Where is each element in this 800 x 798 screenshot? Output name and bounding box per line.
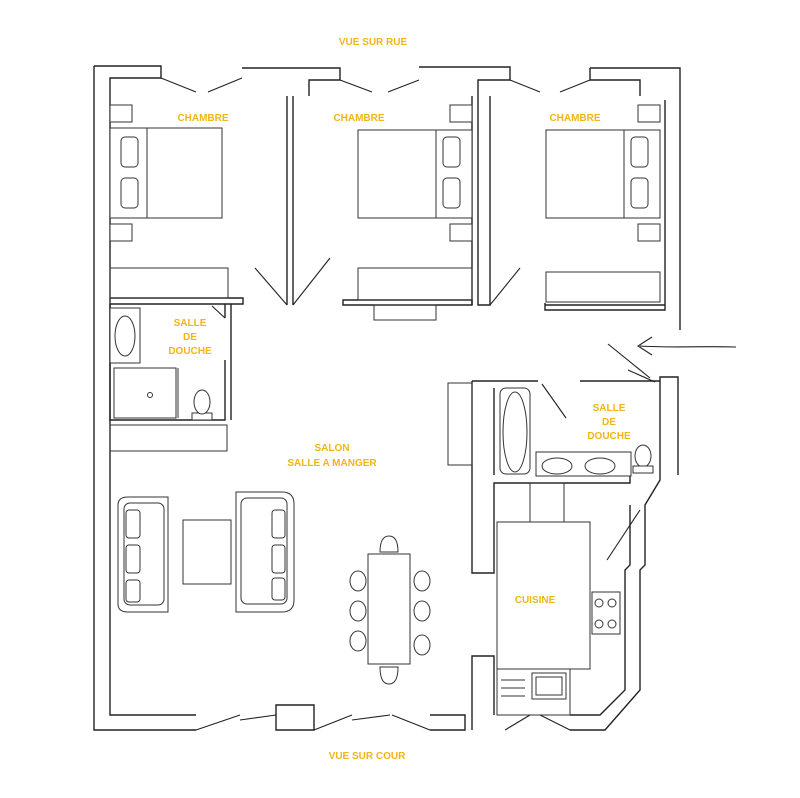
room-label-bedroom-3: CHAMBRE	[549, 113, 600, 124]
toilet-icon	[634, 444, 652, 468]
pillow-icon	[630, 136, 649, 168]
sink-icon	[114, 315, 136, 357]
dining-table	[367, 553, 411, 665]
sink-icon	[584, 457, 616, 475]
pillow-icon	[630, 177, 649, 209]
room-label-living-2: SALLE A MANGER	[287, 458, 377, 469]
room-label-kitchen: CUISINE	[515, 595, 556, 606]
kitchen: CUISINE	[471, 482, 641, 730]
room-label-bathroom-left-2: DE	[183, 332, 197, 343]
bedroom-1: CHAMBRE	[109, 104, 229, 299]
sink-icon	[541, 457, 573, 475]
living-dining: SALON SALLE A MANGER	[117, 443, 431, 685]
orientation-bottom-label: VUE SUR COUR	[329, 751, 406, 762]
arrow-left-icon	[607, 336, 737, 379]
bathroom-right: SALLE DE DOUCHE	[447, 369, 660, 574]
pillow-icon	[442, 136, 461, 168]
room-label-bathroom-right-3: DOUCHE	[587, 431, 631, 442]
pillow-icon	[120, 136, 139, 168]
shower-icon	[113, 367, 177, 419]
bedroom-3: CHAMBRE	[545, 104, 661, 303]
pillow-icon	[442, 177, 461, 209]
cooktop-icon	[591, 591, 621, 635]
room-label-bedroom-2: CHAMBRE	[333, 113, 384, 124]
coffee-table	[182, 519, 232, 585]
room-label-bathroom-left-1: SALLE	[174, 318, 207, 329]
room-label-living-1: SALON	[315, 443, 350, 454]
pillow-icon	[120, 177, 139, 209]
windows-top	[160, 77, 591, 93]
exterior-walls	[93, 65, 681, 731]
room-label-bathroom-left-3: DOUCHE	[168, 346, 212, 357]
bathtub-icon	[502, 391, 528, 473]
toilet-icon	[193, 389, 211, 415]
orientation-top-label: VUE SUR RUE	[339, 37, 408, 48]
room-label-bedroom-1: CHAMBRE	[177, 113, 228, 124]
bedroom-2: CHAMBRE	[333, 104, 473, 321]
room-label-bathroom-right-2: DE	[602, 417, 616, 428]
bathroom-left: SALLE DE DOUCHE	[109, 304, 232, 452]
room-label-bathroom-right-1: SALLE	[593, 403, 626, 414]
windows-bottom	[195, 714, 571, 731]
